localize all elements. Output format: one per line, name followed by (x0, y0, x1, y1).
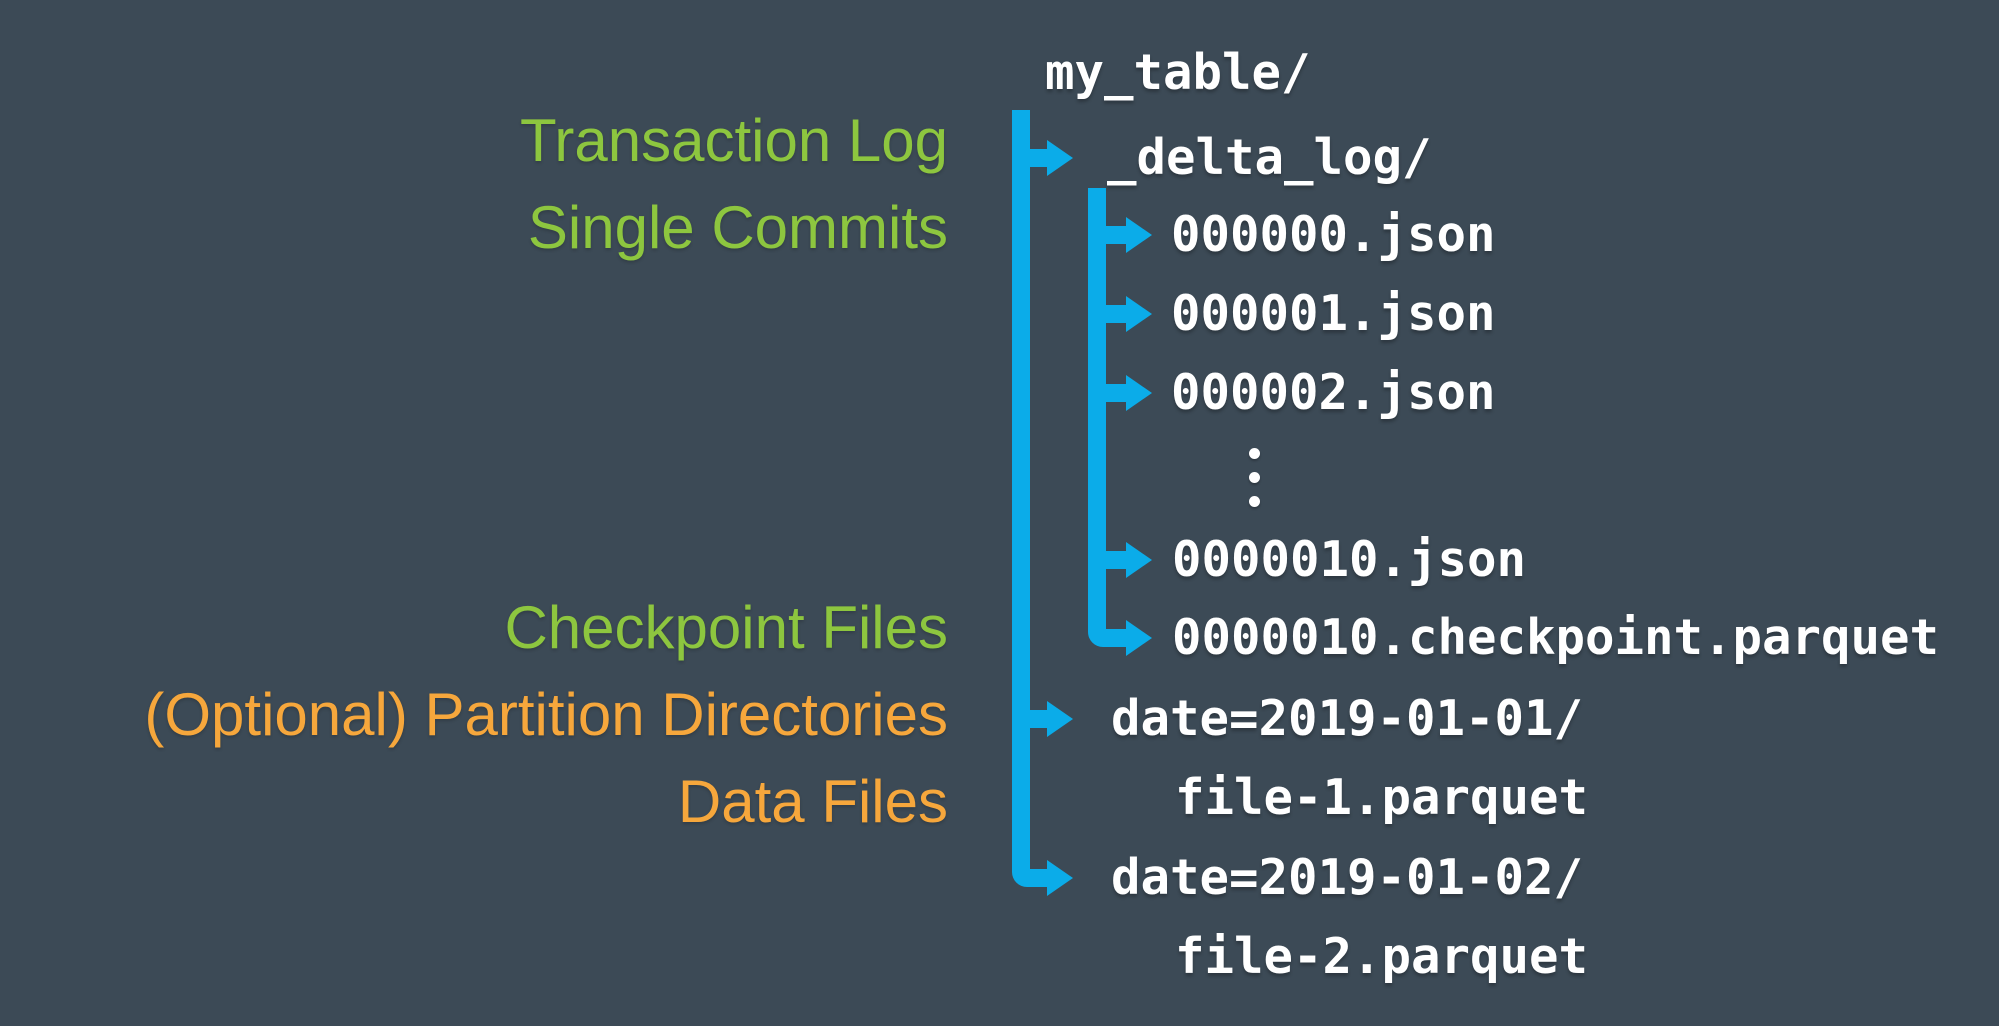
arrowhead-delta-log-icon (1047, 140, 1073, 176)
ellipsis-dot (1249, 495, 1260, 507)
annotation-checkpoint-files: Checkpoint Files (504, 594, 948, 661)
ellipsis-dot (1249, 447, 1260, 459)
tree-item-data-file-2: file-2.parquet (1175, 928, 1589, 985)
arrowhead-json-2-icon (1126, 375, 1152, 411)
delta-log-trunk-line (1088, 188, 1126, 647)
tree-item-commit-json-10: 0000010.json (1172, 531, 1527, 588)
arrowhead-json-1-icon (1126, 296, 1152, 332)
vertical-ellipsis-icon (1249, 441, 1260, 513)
annotation-data-files: Data Files (677, 768, 948, 835)
arrowhead-partition-1-icon (1047, 701, 1073, 737)
tree-item-checkpoint-file: 0000010.checkpoint.parquet (1172, 609, 1940, 666)
arrowhead-checkpoint-icon (1126, 620, 1152, 656)
tree-item-commit-json-1: 000001.json (1171, 285, 1496, 342)
branch-bar-json-1 (1106, 305, 1126, 323)
annotation-single-commits: Single Commits (527, 194, 948, 261)
branch-bar-delta-log (1030, 149, 1047, 167)
bottom-annotation-group: Checkpoint Files (Optional) Partition Di… (0, 584, 948, 845)
arrowhead-json-10-icon (1126, 542, 1152, 578)
arrowhead-json-0-icon (1126, 217, 1152, 253)
branch-bar-json-2 (1106, 384, 1126, 402)
tree-item-commit-json-2: 000002.json (1171, 364, 1496, 421)
tree-item-partition-dir-1: date=2019-01-01/ (1111, 690, 1584, 747)
branch-bar-json-0 (1106, 226, 1126, 244)
annotation-transaction-log: Transaction Log (519, 107, 948, 174)
top-annotation-group: Transaction Log Single Commits (0, 97, 948, 271)
tree-item-delta-log-dir: _delta_log/ (1107, 129, 1432, 186)
branch-bar-json-10 (1106, 551, 1126, 569)
main-trunk-line (1012, 110, 1047, 887)
ellipsis-dot (1249, 471, 1260, 483)
tree-item-commit-json-0: 000000.json (1171, 206, 1496, 263)
annotation-partition-directories: (Optional) Partition Directories (144, 681, 948, 748)
tree-item-partition-dir-2: date=2019-01-02/ (1111, 849, 1584, 906)
arrowhead-partition-2-icon (1047, 860, 1073, 896)
tree-item-data-file-1: file-1.parquet (1175, 769, 1589, 826)
tree-item-root-dir: my_table/ (1045, 44, 1311, 101)
branch-bar-partition-1 (1030, 710, 1047, 728)
